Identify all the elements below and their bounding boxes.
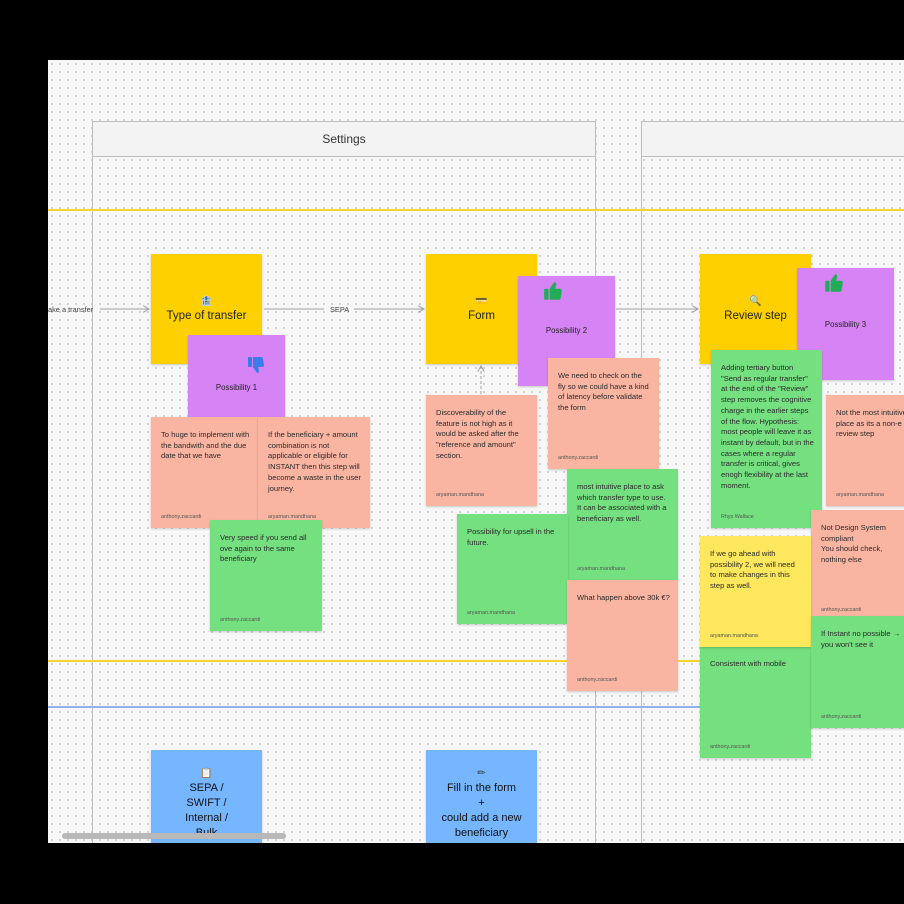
description-card-type[interactable]: 📋 SEPA / SWIFT / Internal / Bulk [151, 750, 262, 843]
sticky-note[interactable]: To huge to implement with the bandwith a… [151, 417, 262, 528]
description-label: SEPA / SWIFT / Internal / Bulk [185, 782, 228, 839]
possibility-label: Possibility 2 [545, 326, 588, 335]
card-icon: 💳 [475, 296, 488, 307]
possibility-card-1[interactable]: Possibility 1 [188, 335, 285, 425]
possibility-label: Possibility 1 [215, 383, 258, 392]
note-author: anthony.zaccardi [161, 514, 202, 520]
description-label: Fill in the form + could add a new benef… [441, 782, 522, 839]
sticky-note[interactable]: If the beneficiary + amount combination … [258, 417, 370, 528]
note-text: most intuitive place to ask which transf… [577, 482, 667, 524]
frame-settings: Settings [92, 121, 596, 843]
note-author: anthony.zaccardi [821, 607, 862, 613]
sticky-note[interactable]: most intuitive place to ask which transf… [567, 469, 678, 580]
bank-icon: 🏦 [200, 296, 213, 307]
note-author: anthony.zaccardi [577, 677, 618, 683]
note-text: If the beneficiary + amount combination … [268, 430, 361, 493]
note-text: If we go ahead with possibility 2, we wi… [710, 549, 795, 591]
note-author: Rhys Wallace [721, 514, 754, 520]
sticky-note[interactable]: What happen above 30k €? anthony.zaccard… [567, 580, 678, 691]
sticky-note[interactable]: Not Design System compliant You should c… [811, 510, 904, 621]
note-author: anthony.zaccardi [821, 714, 862, 720]
connector-label-sepa: SEPA [330, 305, 350, 314]
sticky-note[interactable]: We need to check on the fly so we could … [548, 358, 659, 469]
description-card-form[interactable]: ✏ Fill in the form + could add a new ben… [426, 750, 537, 843]
note-text: Very speed if you send all ove again to … [220, 533, 307, 564]
note-text: Adding tertiary button "Send as regular … [721, 363, 814, 490]
sticky-note[interactable]: Possibility for upsell in the future. ar… [457, 514, 568, 624]
whiteboard-canvas[interactable]: Settings ake a transfer SEPA 🏦 Type of t… [48, 60, 904, 843]
note-text: Not Design System compliant You should c… [821, 523, 886, 565]
sticky-note[interactable]: Not the most intuitive place as its a no… [826, 395, 904, 506]
lane-divider-yellow-bottom [48, 660, 904, 662]
frame-settings-title: Settings [93, 122, 595, 157]
possibility-label: Possibility 3 [824, 320, 867, 329]
magnifier-icon: 🔍 [749, 296, 762, 307]
note-author: anthony.zaccardi [710, 744, 751, 750]
note-text: To huge to implement with the bandwith a… [161, 430, 250, 461]
note-text: Possibility for upsell in the future. [467, 527, 555, 547]
note-author: anthony.zaccardi [220, 617, 261, 623]
connector-arrows [100, 60, 904, 394]
step-label: Review step [724, 310, 787, 322]
note-text: If Instant no possible → you won't see i… [821, 629, 901, 649]
connector-label-make-transfer: ake a transfer [48, 305, 94, 314]
step-label: Type of transfer [166, 310, 247, 322]
frame-next-header [642, 122, 904, 157]
pencil-icon: ✏ [477, 768, 486, 779]
clipboard-icon: 📋 [200, 768, 213, 779]
note-author: anthony.zaccardi [558, 455, 599, 461]
note-text: What happen above 30k €? [577, 593, 670, 602]
horizontal-scrollbar[interactable] [62, 833, 286, 839]
step-card-review-step[interactable]: 🔍 Review step [700, 254, 811, 364]
note-author: aryaman.mandhana [436, 492, 484, 498]
note-text: We need to check on the fly so we could … [558, 371, 649, 413]
lane-divider-yellow-top [48, 209, 904, 211]
sticky-note[interactable]: If we go ahead with possibility 2, we wi… [700, 536, 811, 647]
thumbs-up-icon [823, 272, 845, 298]
note-text: Consistent with mobile [710, 659, 786, 668]
note-author: aryaman.mandhana [836, 492, 884, 498]
sticky-note[interactable]: If Instant no possible → you won't see i… [811, 616, 904, 728]
sticky-note[interactable]: Very speed if you send all ove again to … [210, 520, 322, 631]
note-author: aryaman.mandhana [268, 514, 316, 520]
step-label: Form [468, 310, 495, 322]
note-author: aryaman.mandhana [710, 633, 758, 639]
thumbs-down-icon [246, 355, 266, 379]
sticky-note[interactable]: Discoverability of the feature is not hi… [426, 395, 537, 506]
sticky-note[interactable]: Consistent with mobile anthony.zaccardi [700, 646, 811, 758]
thumbs-up-icon [542, 280, 564, 306]
note-text: Discoverability of the feature is not hi… [436, 408, 519, 460]
note-author: aryaman.mandhana [467, 610, 515, 616]
sticky-note[interactable]: Adding tertiary button "Send as regular … [711, 350, 822, 528]
note-text: Not the most intuitive place as its a no… [836, 408, 904, 439]
lane-divider-blue [48, 706, 904, 708]
note-author: aryaman.mandhana [577, 566, 625, 572]
